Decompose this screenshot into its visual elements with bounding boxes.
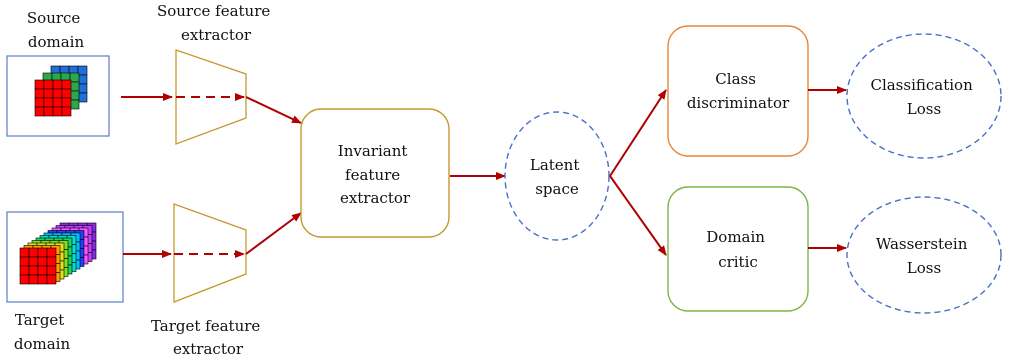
grid-cell	[28, 274, 39, 285]
grid-cell	[34, 106, 45, 117]
wasserstein-loss-label: Wasserstein Loss	[876, 235, 972, 277]
source-feature-extractor	[175, 49, 247, 145]
source-domain-label: Source domain	[27, 9, 85, 51]
invariant-feature-extractor	[300, 108, 450, 238]
grid-cell	[77, 65, 88, 76]
latent-space-ellipse	[504, 111, 610, 241]
source-image-stack-icon	[34, 65, 88, 117]
grid-cell	[52, 88, 63, 99]
grid-cell	[19, 265, 30, 276]
classification-loss-ellipse	[846, 33, 1002, 159]
grid-cell	[69, 81, 80, 92]
wasserstein-loss-ellipse	[846, 196, 1002, 314]
source-extractor-label: Source feature extractor	[157, 2, 275, 44]
grid-cell	[43, 106, 54, 117]
grid-cell	[52, 79, 63, 90]
grid-cell	[77, 74, 88, 85]
grid-cell	[19, 256, 30, 267]
grid-cell	[34, 97, 45, 108]
target-image-stack-icon	[19, 222, 97, 285]
grid-cell	[69, 99, 80, 110]
grid-cell	[43, 88, 54, 99]
latent-to-critic-arrow	[609, 175, 667, 256]
latent-space-label: Latent space	[530, 156, 584, 198]
grid-cell	[37, 274, 48, 285]
target-to-invariant-arrow	[245, 212, 302, 255]
grid-cell	[46, 274, 57, 285]
grid-cell	[28, 247, 39, 258]
grid-cell	[61, 97, 72, 108]
grid-cell	[34, 88, 45, 99]
grid-cell	[46, 256, 57, 267]
grid-cell	[77, 83, 88, 94]
target-extractor-label: Target feature extractor	[151, 317, 265, 358]
grid-cell	[34, 79, 45, 90]
grid-cell	[61, 79, 72, 90]
class-discriminator	[667, 25, 809, 157]
latent-to-class-arrow	[609, 89, 667, 177]
grid-cell	[46, 265, 57, 276]
source-to-invariant-arrow	[245, 96, 302, 124]
domain-critic-label: Domain critic	[706, 228, 769, 271]
grid-cell	[46, 247, 57, 258]
classification-loss-label: Classification Loss	[870, 76, 977, 118]
grid-cell	[77, 92, 88, 103]
grid-cell	[52, 97, 63, 108]
grid-cell	[37, 265, 48, 276]
grid-cell	[43, 97, 54, 108]
grid-cell	[43, 79, 54, 90]
grid-cell	[69, 90, 80, 101]
grid-cell	[69, 72, 80, 83]
grid-cell	[19, 274, 30, 285]
grid-cell	[28, 265, 39, 276]
target-domain-label: Target domain	[14, 311, 71, 353]
grid-cell	[61, 106, 72, 117]
grid-cell	[52, 106, 63, 117]
class-discriminator-label: Class discriminator	[687, 70, 790, 112]
grid-cell	[61, 88, 72, 99]
target-feature-extractor	[173, 203, 247, 303]
invariant-extractor-label: Invariant feature extractor	[338, 142, 412, 207]
grid-cell	[28, 256, 39, 267]
domain-critic	[667, 186, 809, 312]
grid-cell	[37, 247, 48, 258]
grid-cell	[37, 256, 48, 267]
grid-cell	[19, 247, 30, 258]
